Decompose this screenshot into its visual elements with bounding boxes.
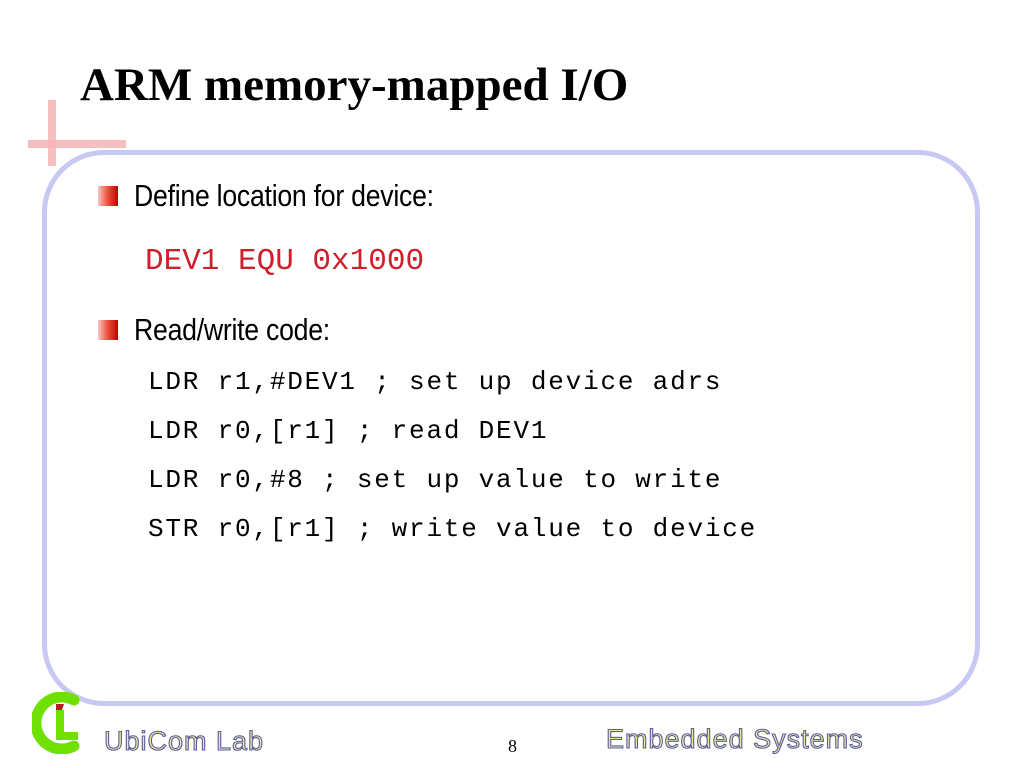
ubicom-lab-logo-icon bbox=[32, 692, 80, 754]
slide-title: ARM memory-mapped I/O bbox=[80, 59, 629, 111]
decorative-cross-horizontal bbox=[28, 140, 126, 148]
code-line: LDR r0,[r1] ; read DEV1 bbox=[148, 416, 549, 446]
code-line: LDR r1,#DEV1 ; set up device adrs bbox=[148, 367, 723, 397]
bullet-square-icon bbox=[98, 320, 118, 340]
content-box bbox=[42, 150, 980, 706]
footer-lab-name: UbiCom Lab bbox=[103, 725, 265, 756]
bullet-square-icon bbox=[98, 186, 118, 206]
bullet-define-location: Define location for device: bbox=[98, 178, 483, 214]
code-line: STR r0,[r1] ; write value to device bbox=[148, 514, 758, 544]
code-line: LDR r0,#8 ; set up value to write bbox=[148, 465, 723, 495]
bullet-read-write-code: Read/write code: bbox=[98, 312, 362, 348]
page-number: 8 bbox=[508, 736, 517, 756]
code-define-device: DEV1 EQU 0x1000 bbox=[145, 244, 425, 279]
bullet-text: Read/write code: bbox=[134, 312, 330, 347]
footer-course-name: Embedded Systems bbox=[605, 723, 864, 754]
bullet-text: Define location for device: bbox=[134, 178, 434, 213]
decorative-cross-vertical bbox=[48, 100, 56, 166]
code-block: LDR r1,#DEV1 ; set up device adrs LDR r0… bbox=[148, 363, 757, 559]
